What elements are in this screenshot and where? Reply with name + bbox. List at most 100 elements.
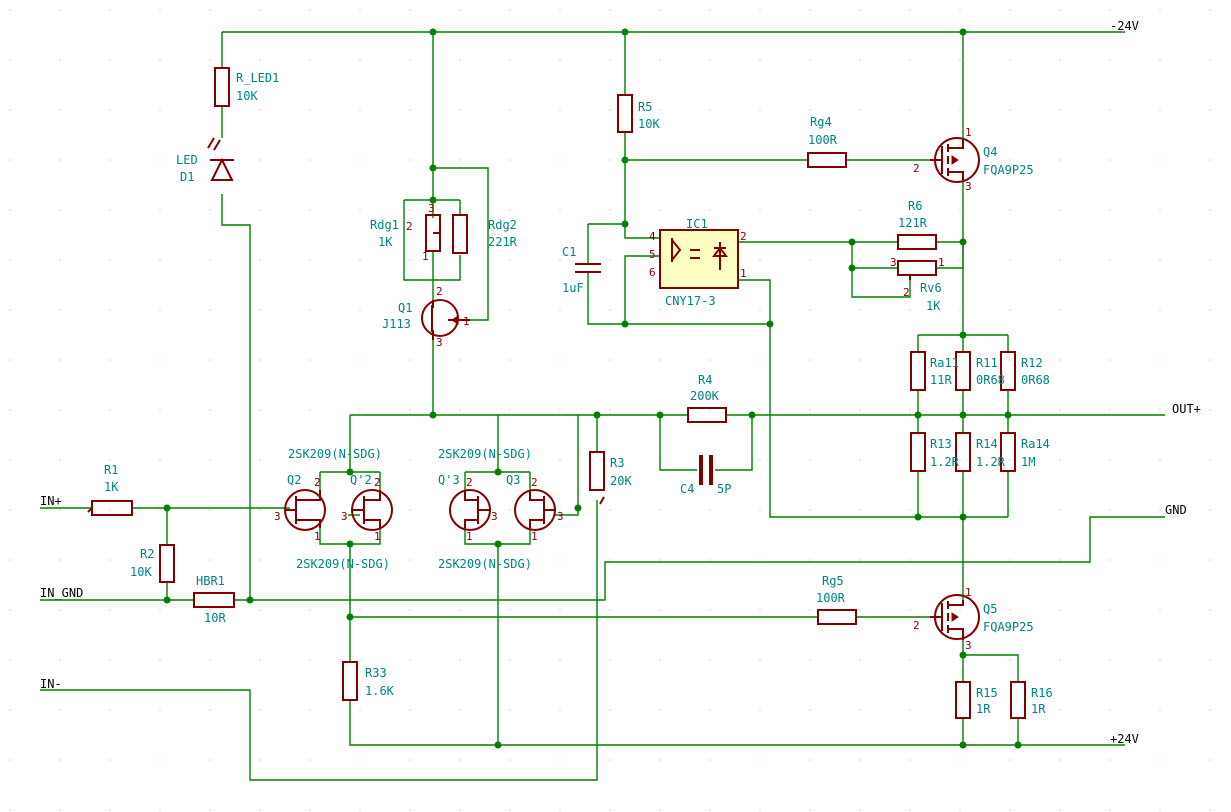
r-led1-ref: R_LED1 (236, 71, 279, 85)
q3-ref: Q3 (506, 473, 520, 487)
r1-value: 1K (104, 480, 119, 494)
r6-ref: R6 (908, 199, 922, 213)
c1-value: 1uF (562, 281, 584, 295)
r1-symbol (91, 500, 133, 516)
hbr1-symbol (193, 592, 235, 608)
r12-symbol (1000, 351, 1016, 391)
rg4-symbol (807, 152, 847, 168)
r16-ref: R16 (1031, 686, 1053, 700)
d1-ref: LED (176, 153, 198, 167)
r11-value: 0R68 (976, 373, 1005, 387)
rdg1-pin-3: 3 (428, 202, 435, 215)
q5-mosfet-symbol (930, 594, 980, 640)
r33-ref: R33 (365, 666, 387, 680)
q2b-pin-2: 2 (374, 476, 381, 489)
r3-ref: R3 (610, 456, 624, 470)
q2-pin-3: 3 (274, 510, 281, 523)
q5-pin-1: 1 (965, 586, 972, 599)
c4-value: 5P (717, 482, 731, 496)
r3-value: 20K (610, 474, 632, 488)
c4-symbol (699, 455, 713, 485)
r14-value: 1.2R (976, 455, 1006, 469)
pair-label-bottom-left: 2SK209(N-SDG) (296, 557, 390, 571)
r-led1-value: 10K (236, 89, 258, 103)
q1-ref: Q1 (398, 301, 412, 315)
q3-pin-3: 3 (557, 510, 564, 523)
q3b-pin-2: 2 (466, 476, 473, 489)
r13-symbol (910, 432, 926, 472)
rg5-ref: Rg5 (822, 574, 844, 588)
r3-arrow (599, 496, 605, 505)
c1-symbol (575, 263, 601, 273)
ra11-value: 11R (930, 373, 952, 387)
q1-pin-3: 3 (436, 336, 443, 349)
r13-ref: R13 (930, 437, 952, 451)
q1-value: J113 (382, 317, 411, 331)
q3b-pin-1: 1 (466, 530, 473, 543)
q2-pin-1: 1 (314, 530, 321, 543)
d1-value: D1 (180, 170, 194, 184)
q3b-jfet-symbol (449, 489, 491, 531)
net-label-in-minus: IN- (40, 677, 62, 691)
q3-pin-2: 2 (531, 476, 538, 489)
component-symbols (87, 67, 1026, 719)
rdg1-pin-1: 1 (422, 250, 429, 263)
q5-value: FQA9P25 (983, 620, 1034, 634)
r6-symbol (897, 234, 937, 250)
hbr1-ref: HBR1 (196, 574, 225, 588)
rdg1-pin-2: 2 (406, 220, 413, 233)
rg5-value: 100R (816, 591, 846, 605)
r11-ref: R11 (976, 356, 998, 370)
component-labels: R_LED1 10K LED D1 Rdg1 1K Rdg2 2 2 1R Q1 J… (104, 71, 1053, 716)
ra14-value: 1M (1021, 455, 1035, 469)
pin-numbers: 1 2 3 1 2 3 2 1 3 2 3 1 4 5 6 2 1 3 1 2 … (274, 126, 972, 652)
q2-pin-2: 2 (314, 476, 321, 489)
r15-value: 1R (976, 702, 991, 716)
q4-pin-1: 1 (965, 126, 972, 139)
q5-ref: Q5 (983, 602, 997, 616)
rv6-pin-3: 3 (890, 256, 897, 269)
rdg2-ref: Rdg2 (488, 218, 517, 232)
r14-ref: R14 (976, 437, 998, 451)
pair-label-bottom-right: 2SK209(N-SDG) (438, 557, 532, 571)
r-led1-symbol (214, 67, 230, 107)
q2-ref: Q2 (287, 473, 301, 487)
r16-symbol (1010, 681, 1026, 719)
rdg1-value: 1K (378, 235, 393, 249)
rv6-ref: Rv6 (920, 281, 942, 295)
ic1-optocoupler-symbol (659, 229, 739, 289)
q2-jfet-symbol (284, 489, 326, 531)
q3b-pin-3: 3 (491, 510, 498, 523)
led-d1-symbol (207, 137, 234, 181)
ic1-pin-1: 1 (740, 267, 747, 280)
q1-jfet-symbol (421, 299, 470, 340)
r13-value: 1.2R (930, 455, 960, 469)
rdg2-symbol (452, 214, 468, 254)
r1-ref: R1 (104, 463, 118, 477)
q5-pin-3: 3 (965, 639, 972, 652)
rv6-pin-2: 2 (903, 286, 910, 299)
net-label-neg24v: -24V (1110, 19, 1139, 33)
q4-value: FQA9P25 (983, 163, 1034, 177)
ra11-ref: Ra11 (930, 356, 959, 370)
q1-pin-1: 1 (463, 315, 470, 328)
ra14-ref: Ra14 (1021, 437, 1050, 451)
q2b-pin-3: 3 (341, 510, 348, 523)
q2b-ref: Q'2 (350, 473, 372, 487)
rdg1-ref: Rdg1 (370, 218, 399, 232)
q3-pin-1: 1 (531, 530, 538, 543)
rv6-value: 1K (926, 299, 941, 313)
net-label-pos24v: +24V (1110, 732, 1139, 746)
ra11-symbol (910, 351, 926, 391)
r4-symbol (687, 407, 727, 423)
r2-ref: R2 (140, 547, 154, 561)
r12-ref: R12 (1021, 356, 1043, 370)
q5-pin-2: 2 (913, 619, 920, 632)
r4-value: 200K (690, 389, 720, 403)
ic1-pin-5: 5 (649, 248, 656, 261)
c4-ref: C4 (680, 482, 694, 496)
ic1-pin-6: 6 (649, 266, 656, 279)
q3b-ref: Q'3 (438, 473, 460, 487)
q4-pin-3: 3 (965, 180, 972, 193)
